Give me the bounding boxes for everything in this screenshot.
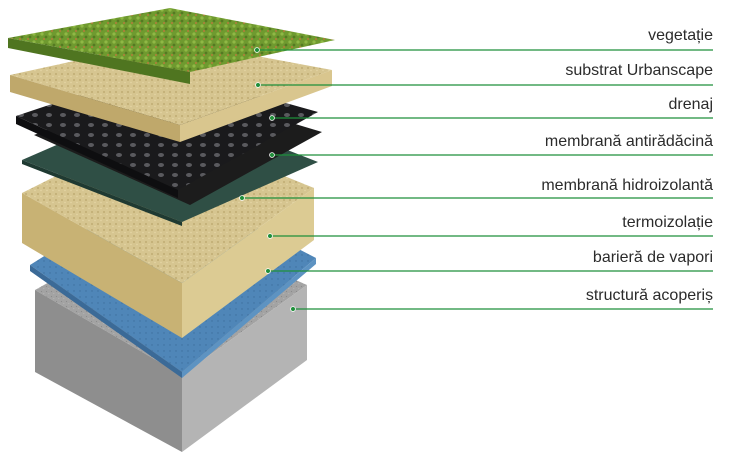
leader-membrana-hidroizolanta xyxy=(239,195,713,201)
leader-lines xyxy=(239,47,713,312)
layer-vegetatie xyxy=(8,8,335,84)
label-vegetatie: vegetație xyxy=(648,27,713,44)
leader-membrana-antiradacina xyxy=(269,152,713,158)
label-termoizolatie: termoizolație xyxy=(622,214,713,231)
leader-structura-acoperis xyxy=(290,306,713,312)
leader-drenaj xyxy=(269,115,713,121)
label-membrana-hidroizolanta: membrană hidroizolantă xyxy=(541,177,713,194)
leader-termoizolatie xyxy=(267,233,713,239)
label-substrat: substrat Urbanscape xyxy=(565,62,713,79)
label-drenaj: drenaj xyxy=(668,96,713,113)
leader-bariera-vapori xyxy=(265,268,713,274)
label-structura-acoperis: structură acoperiș xyxy=(585,287,713,304)
leader-substrat xyxy=(255,82,713,88)
label-membrana-antiradacina: membrană antirădăcină xyxy=(544,133,713,150)
leader-vegetatie xyxy=(254,47,713,53)
label-bariera-vapori: barieră de vapori xyxy=(592,249,713,266)
